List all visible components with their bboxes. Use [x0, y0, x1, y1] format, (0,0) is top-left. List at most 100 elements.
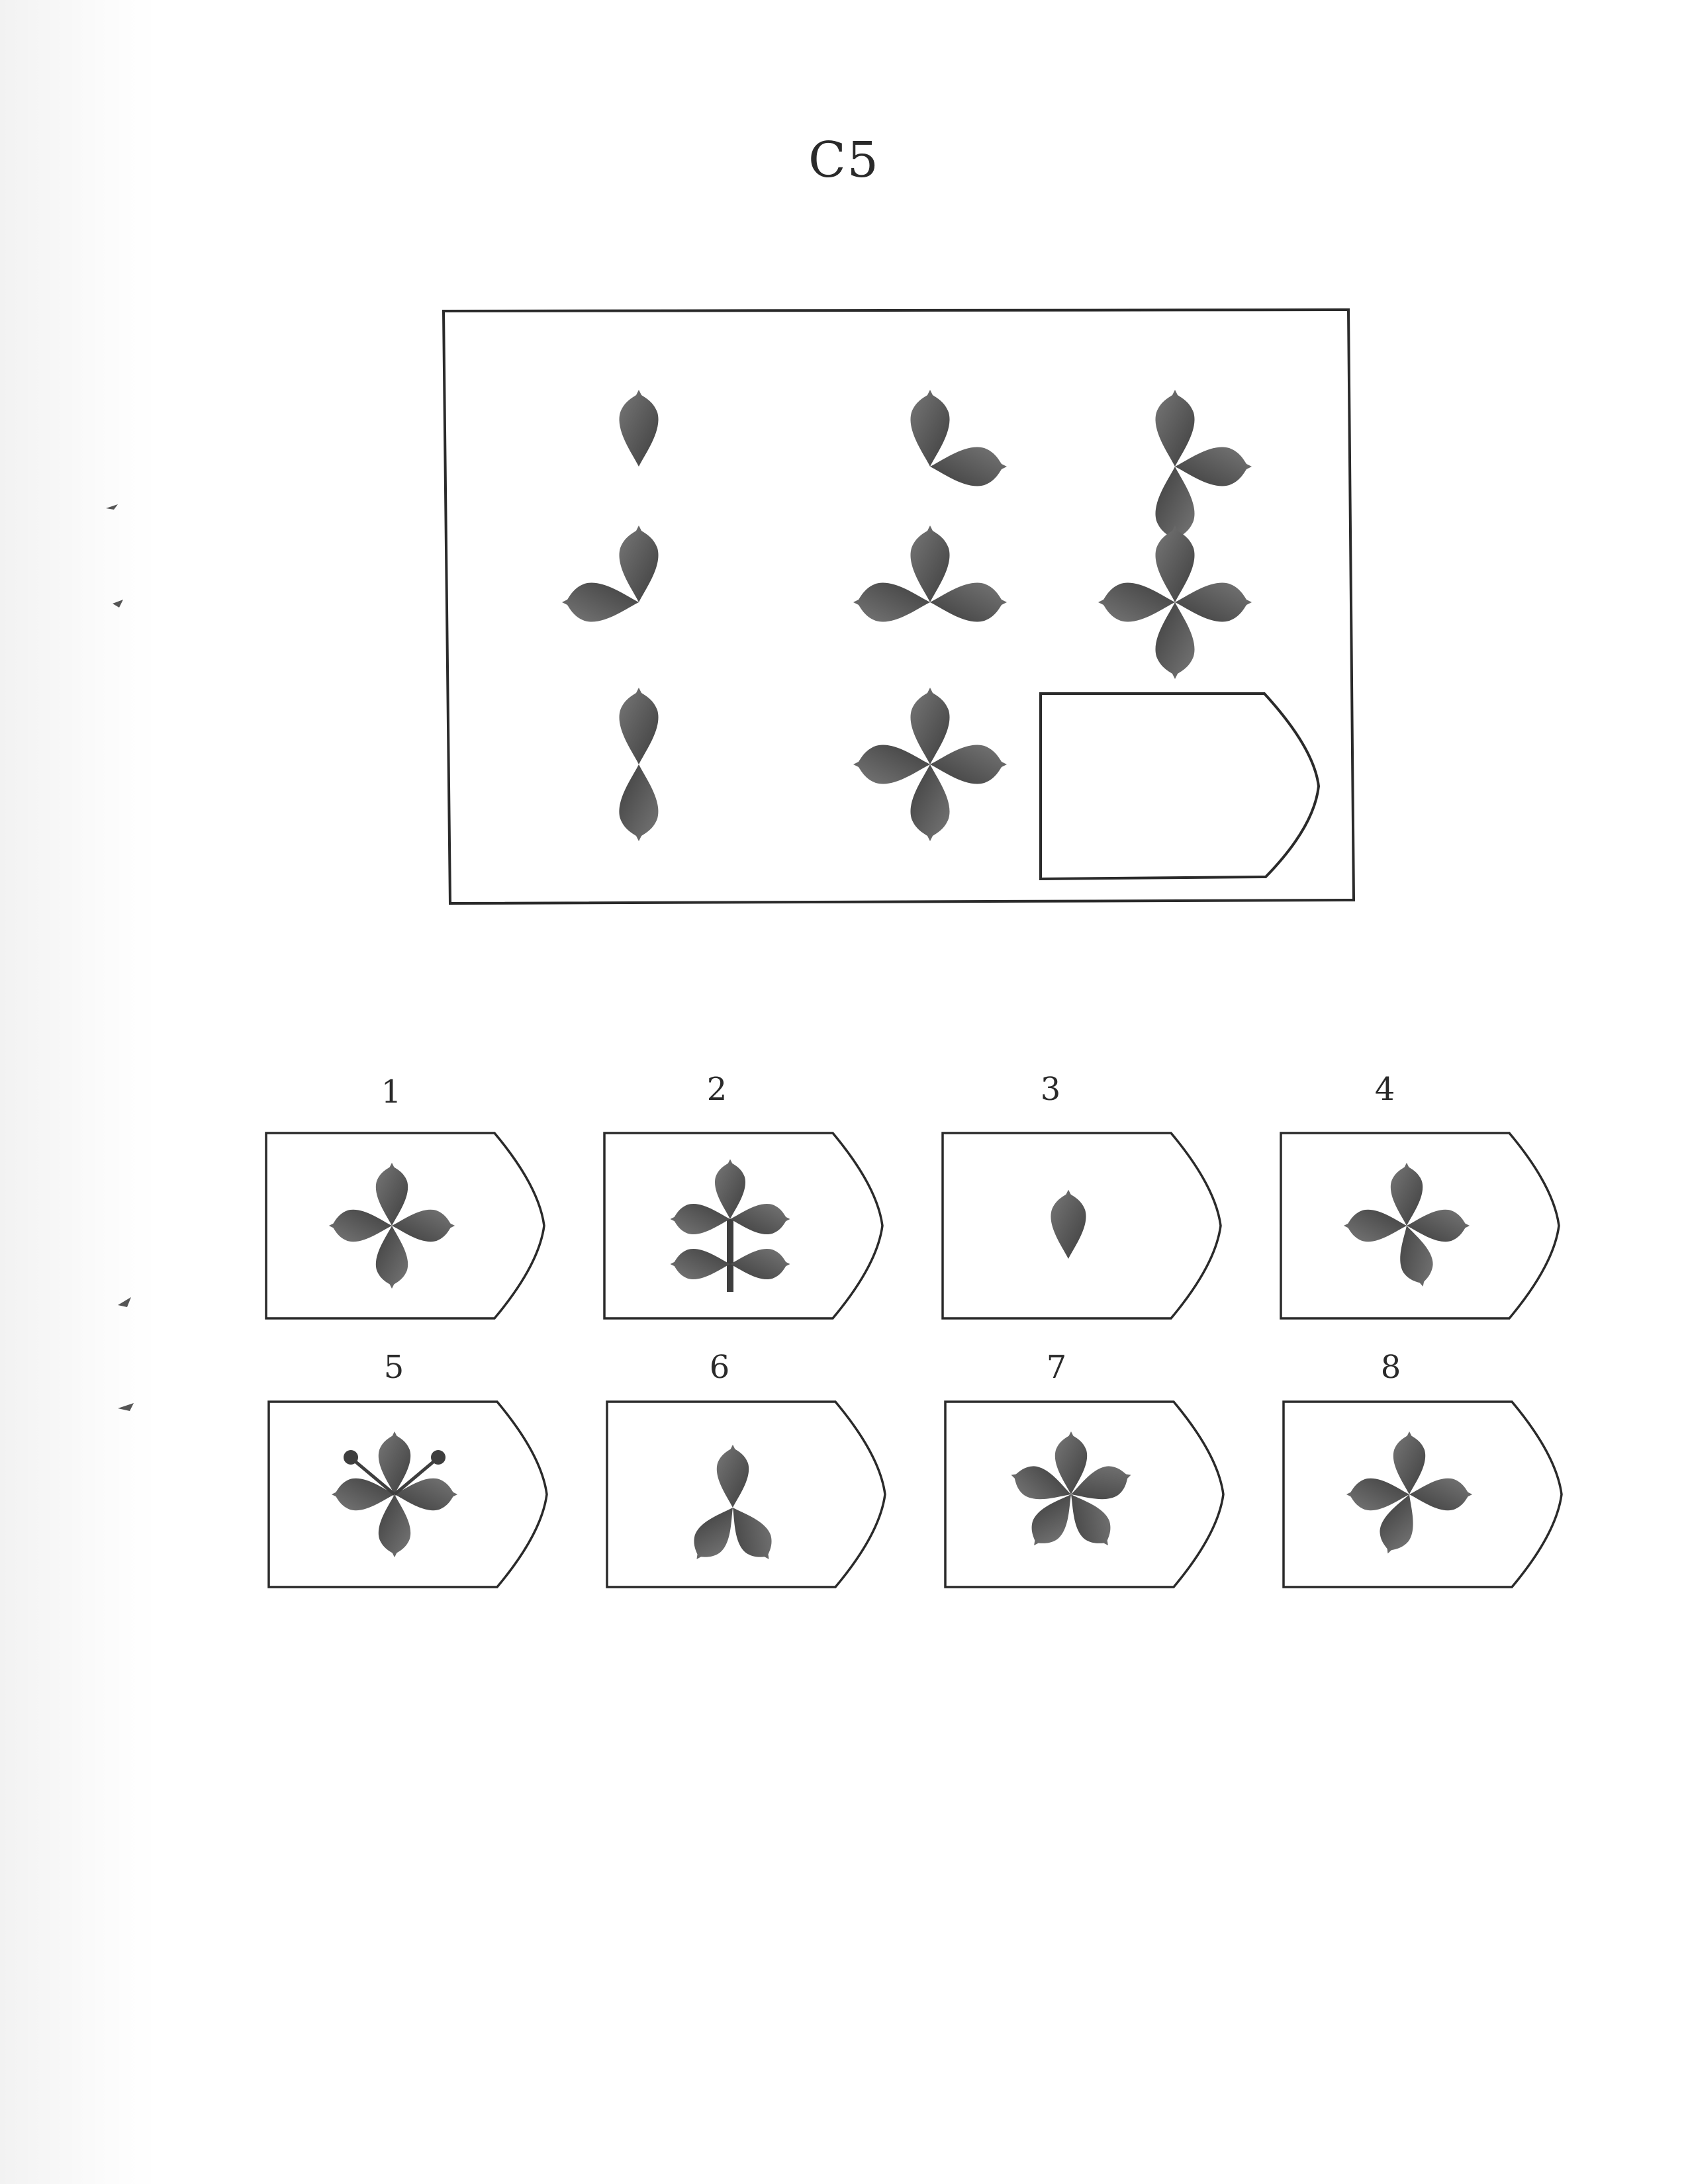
matrix-cells [562, 390, 1252, 841]
stamen-left [352, 1459, 396, 1496]
petal-up [619, 688, 659, 764]
petal-down [1380, 1494, 1413, 1554]
petal-up [910, 688, 950, 764]
option-card-5[interactable] [267, 1400, 548, 1588]
petal-left [331, 1478, 395, 1511]
scan-speck [106, 504, 118, 510]
petal-4 [1031, 1494, 1071, 1545]
petal-right [1175, 447, 1252, 486]
petal-up [1155, 525, 1195, 602]
option-number-5: 5 [383, 1349, 404, 1386]
matrix-cell-r1c2 [910, 390, 1007, 486]
petal-right [930, 745, 1007, 784]
petal-2 [1071, 1466, 1131, 1500]
matrix-cell-r2c2 [853, 525, 1007, 622]
petal-down [910, 764, 950, 841]
petal-down-left [694, 1508, 733, 1559]
option-card-outline [606, 1400, 886, 1588]
petal-left [853, 582, 930, 622]
scan-speck [118, 1403, 134, 1411]
scan-speck [113, 600, 123, 608]
leaf-lower-left [670, 1249, 730, 1279]
petal-left [328, 1209, 392, 1242]
stamen-right [393, 1459, 437, 1496]
petal-right [392, 1209, 455, 1242]
petal-up [619, 525, 659, 602]
petal-3 [1071, 1494, 1111, 1545]
option-number-3: 3 [1040, 1071, 1061, 1108]
matrix-frame [442, 308, 1356, 905]
petal-up [619, 390, 659, 467]
petal-up [716, 1444, 749, 1508]
option-card-4[interactable] [1280, 1132, 1560, 1320]
option-number-4: 4 [1374, 1071, 1395, 1108]
option-card-7[interactable] [944, 1400, 1225, 1588]
petal-1 [1055, 1431, 1088, 1494]
option-card-8[interactable] [1282, 1400, 1563, 1588]
option-number-6: 6 [709, 1349, 730, 1386]
petal-left [1346, 1478, 1409, 1511]
matrix-cell-r3c1 [619, 688, 659, 841]
petal-left [1098, 582, 1175, 622]
matrix-cell-r1c3 [1155, 390, 1252, 543]
option-card-3[interactable] [941, 1132, 1222, 1320]
branch-stem [727, 1219, 733, 1292]
petal-down [1155, 467, 1195, 543]
option-number-7: 7 [1046, 1349, 1067, 1386]
option-figure-8 [1346, 1431, 1473, 1554]
option-figure-4 [1343, 1162, 1470, 1287]
option-card-6[interactable] [606, 1400, 886, 1588]
option-card-2[interactable] [603, 1132, 884, 1320]
petal-down [378, 1494, 411, 1558]
stamen-tip-right [431, 1450, 445, 1465]
petal-down [375, 1226, 408, 1289]
petal-up [1390, 1162, 1423, 1226]
scan-shadow-edge [0, 0, 159, 2184]
petal-up [1393, 1431, 1426, 1494]
petal-down-right [733, 1508, 772, 1559]
matrix-cell-r2c1 [562, 525, 659, 622]
petal-down [1155, 602, 1195, 679]
matrix-cell-r3c2 [853, 688, 1007, 841]
option-card-1[interactable] [265, 1132, 545, 1320]
petal-up [1155, 390, 1195, 467]
leaf-upper-left [670, 1204, 730, 1234]
page-title: C5 [808, 132, 880, 189]
petal-right [1407, 1209, 1470, 1242]
option-figure-2 [670, 1159, 790, 1292]
petal-right [1409, 1478, 1473, 1511]
leaf-top [714, 1159, 746, 1219]
option-figure-1 [328, 1162, 455, 1289]
petal-left [1343, 1209, 1407, 1242]
option-number-8: 8 [1380, 1349, 1401, 1386]
matrix-cell-r2c3 [1098, 525, 1252, 679]
option-figure-6 [694, 1444, 772, 1559]
petal-left [853, 745, 930, 784]
petal-up [910, 525, 950, 602]
answer-slot-blank[interactable] [1039, 692, 1321, 881]
petal-up [910, 390, 950, 467]
option-figure-7 [1011, 1431, 1131, 1545]
leaf-upper-right [730, 1204, 790, 1234]
petal-down [619, 764, 659, 841]
petal-right [1175, 582, 1252, 622]
petal-single [1051, 1189, 1086, 1259]
petal-up [378, 1431, 411, 1494]
option-number-2: 2 [706, 1071, 727, 1108]
option-figure-5 [331, 1431, 458, 1558]
leaf-lower-right [730, 1249, 790, 1279]
petal-right [930, 447, 1007, 486]
stamen-tip-left [344, 1450, 358, 1465]
petal-up [375, 1162, 408, 1226]
matrix-cell-r1c1 [619, 390, 659, 467]
petal-5 [1011, 1466, 1071, 1500]
petal-down [1400, 1226, 1433, 1287]
petal-right [930, 582, 1007, 622]
petal-left [562, 582, 639, 622]
option-number-1: 1 [381, 1073, 402, 1111]
scan-speck [118, 1297, 131, 1307]
petal-right [395, 1478, 458, 1511]
option-cards [265, 1132, 1563, 1588]
option-figure-3 [1051, 1189, 1086, 1259]
